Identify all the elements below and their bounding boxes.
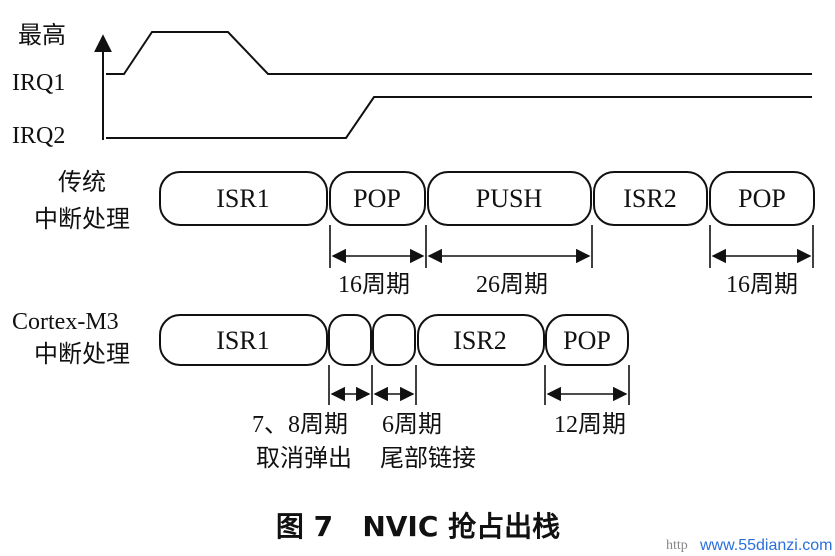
svg-text:PUSH: PUSH (476, 184, 543, 213)
svg-text:ISR1: ISR1 (216, 184, 269, 213)
cortex-tail-chain-box (372, 314, 416, 366)
cortex-cancel-pop-box (328, 314, 372, 366)
traditional-pop-cycles: 16周期 (338, 272, 410, 298)
watermark-http: http (666, 538, 688, 553)
irq2-priority-waveform (106, 96, 812, 139)
cortex-dimension-lines (328, 365, 630, 405)
cortex-tail-chain-cycles: 6周期 (382, 412, 442, 438)
traditional-isr2-box: ISR2 (593, 171, 708, 226)
watermark-site: www.55dianzi.com (699, 537, 833, 554)
svg-text:POP: POP (738, 184, 786, 213)
traditional-pop2-box: POP (709, 171, 815, 226)
figure-caption: 图 7 NVIC 抢占出栈 (276, 510, 560, 543)
level-irq2-label: IRQ2 (12, 123, 65, 149)
svg-text:ISR1: ISR1 (216, 326, 269, 355)
traditional-dimension-lines (329, 225, 814, 268)
svg-text:ISR2: ISR2 (453, 326, 506, 355)
traditional-isr1-box: ISR1 (159, 171, 328, 226)
traditional-push-box: PUSH (427, 171, 592, 226)
traditional-pop2-cycles: 16周期 (726, 272, 798, 298)
svg-text:ISR2: ISR2 (623, 184, 676, 213)
traditional-label-line1: 传统 (58, 169, 106, 196)
cortex-pop-box: POP (545, 314, 629, 366)
cortex-label-line1: Cortex-M3 (12, 309, 119, 335)
svg-text:POP: POP (563, 326, 611, 355)
svg-text:POP: POP (353, 184, 401, 213)
cortex-cancel-pop-note: 取消弹出 (256, 445, 352, 472)
irq1-priority-waveform (106, 31, 812, 75)
traditional-push-cycles: 26周期 (476, 272, 548, 298)
cortex-pop-cycles: 12周期 (554, 412, 626, 438)
level-irq1-label: IRQ1 (12, 70, 65, 96)
cortex-isr1-box: ISR1 (159, 314, 328, 366)
cortex-tail-chain-note: 尾部链接 (380, 445, 476, 472)
cortex-cancel-pop-cycles: 7、8周期 (252, 412, 348, 438)
level-highest-label: 最高 (18, 22, 66, 49)
traditional-pop-box: POP (329, 171, 426, 226)
traditional-label-line2: 中断处理 (34, 206, 130, 233)
cortex-label-line2: 中断处理 (34, 341, 130, 368)
cortex-isr2-box: ISR2 (417, 314, 545, 366)
